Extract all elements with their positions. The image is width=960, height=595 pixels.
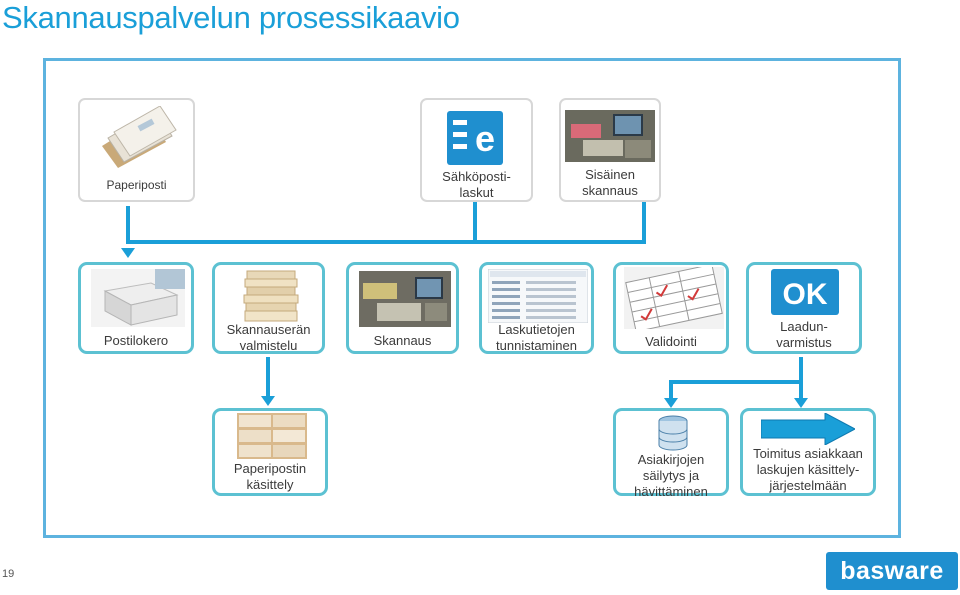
mailbox-icon [91, 269, 185, 327]
office-scanning-photo-icon [565, 110, 655, 162]
svg-text:OK: OK [783, 278, 828, 311]
arrow-right-icon [761, 413, 855, 445]
node-label: Sähköposti- laskut [442, 169, 511, 200]
connector-line [126, 206, 130, 242]
node-label: Validointi [645, 334, 697, 349]
node-laskutietojen-tunnistaminen: Laskutietojen tunnistaminen [479, 262, 594, 354]
node-paperiposti: Paperiposti [78, 98, 195, 202]
connector-arrowhead [664, 398, 678, 408]
checked-form-icon [624, 267, 724, 329]
connector-line [799, 357, 803, 381]
node-label: Paperiposti [106, 178, 167, 192]
svg-text:e: e [475, 118, 495, 159]
node-postilokero: Postilokero [78, 262, 194, 354]
spreadsheet-icon [488, 269, 588, 323]
node-paperipostin-kasittely: Paperipostin käsittely [212, 408, 328, 496]
scanning-photo-icon [359, 271, 451, 327]
ok-icon: OK [771, 269, 839, 315]
node-skannauseran-valmistelu: Skannauserän valmistelu [212, 262, 325, 354]
connector-line [799, 380, 803, 400]
node-label: Skannaus [373, 333, 432, 348]
node-toimitus-asiakkaan-jarjestelmaan: Toimitus asiakkaan laskujen käsittely- j… [740, 408, 876, 496]
e-mail-icon: e [447, 111, 503, 165]
connector-arrowhead [794, 398, 808, 408]
connector-line [642, 200, 646, 242]
node-label: Toimitus asiakkaan laskujen käsittely- j… [753, 446, 863, 493]
node-label: Postilokero [103, 333, 169, 348]
node-label: Laskutietojen tunnistaminen [496, 322, 577, 353]
connector-line [669, 380, 803, 384]
connector-line [266, 357, 270, 397]
node-label: Asiakirjojen säilytys ja hävittäminen [634, 452, 708, 499]
node-validointi: Validointi [613, 262, 729, 354]
node-label: Sisäinen skannaus [582, 167, 638, 198]
node-sahkopostilaskut: e Sähköposti- laskut [420, 98, 533, 202]
node-laadunvarmistus: OK Laadun- varmistus [746, 262, 862, 354]
connector-line [669, 380, 673, 400]
node-label: Paperipostin käsittely [233, 461, 307, 492]
connector-line [473, 200, 477, 242]
node-skannaus: Skannaus [346, 262, 459, 354]
connector-line [126, 240, 646, 244]
page-number: 19 [2, 568, 15, 580]
paper-stack-icon [243, 270, 299, 322]
database-icon [658, 415, 688, 451]
node-label: Laadun- varmistus [776, 319, 832, 350]
basware-logo: basware [826, 552, 958, 590]
node-asiakirjojen-sailytys: Asiakirjojen säilytys ja hävittäminen [613, 408, 729, 499]
envelopes-icon [102, 106, 177, 168]
page-title: Skannauspalvelun prosessikaavio [2, 0, 460, 35]
node-sisainen-skannaus: Sisäinen skannaus [559, 98, 661, 202]
connector-arrowhead [261, 396, 275, 406]
connector-arrowhead [121, 248, 135, 258]
shelves-icon [237, 413, 307, 459]
node-label: Skannauserän valmistelu [226, 322, 311, 353]
